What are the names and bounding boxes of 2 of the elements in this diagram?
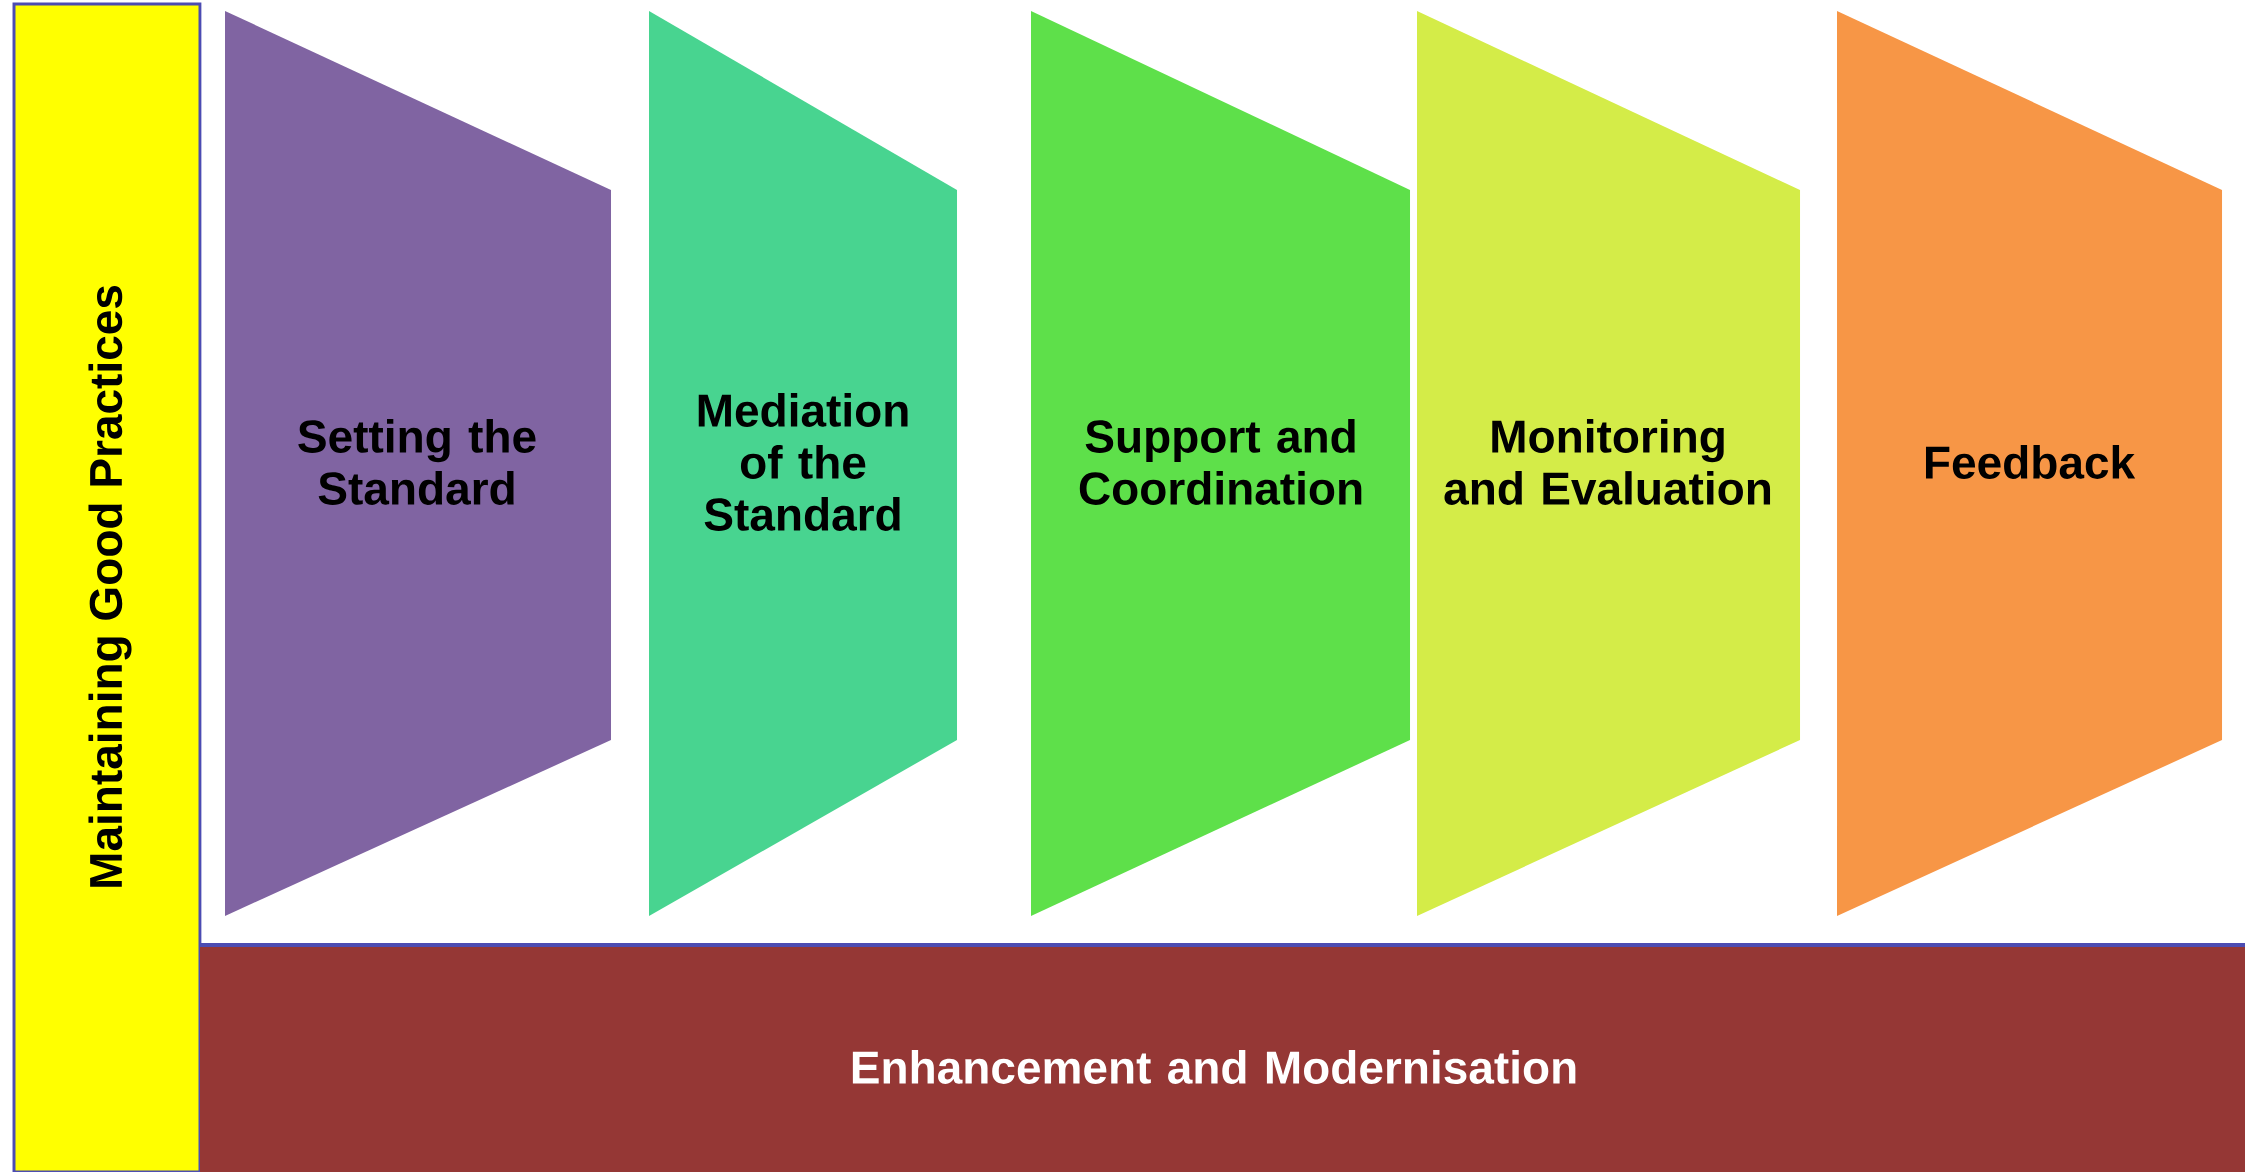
vertical-banner: Maintaining Good Practices — [12, 2, 202, 1172]
horizontal-band: Enhancement and Modernisation — [200, 943, 2245, 1172]
